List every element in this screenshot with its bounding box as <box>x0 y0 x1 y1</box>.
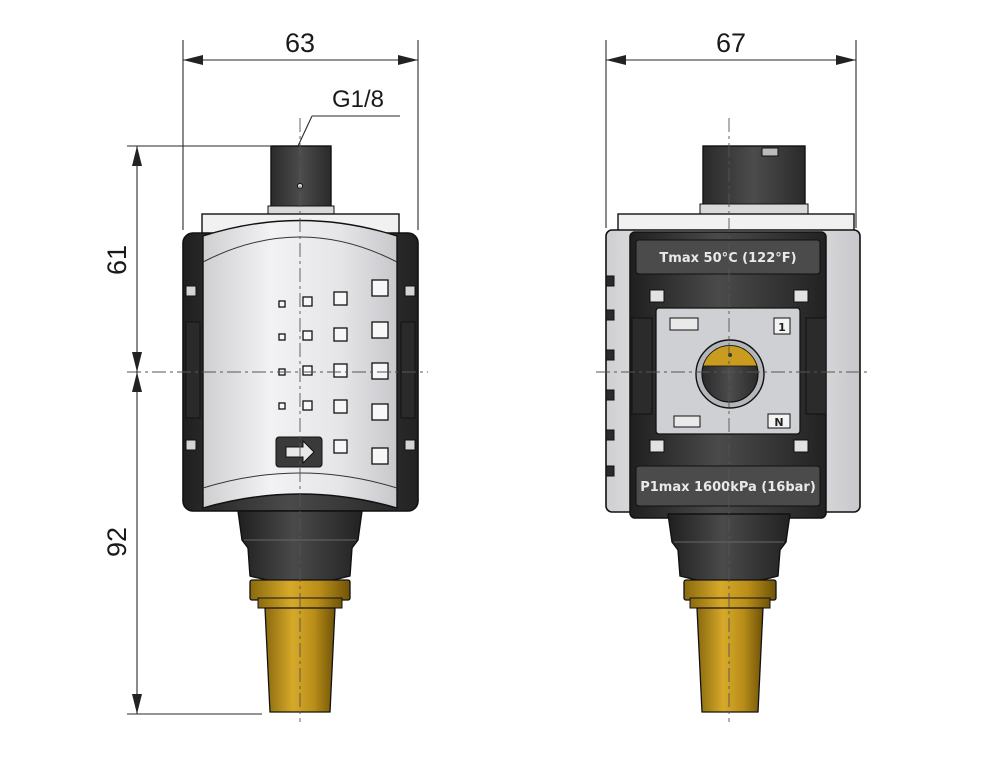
dimension-lines <box>127 40 857 715</box>
left-indicator-grid <box>278 279 389 465</box>
dimension-left-width: 63 <box>285 28 315 58</box>
left-side-slot-r <box>400 321 416 419</box>
left-front-panel <box>202 219 398 509</box>
right-frame-holes <box>649 289 809 453</box>
dimension-upper-height: 61 <box>102 245 132 275</box>
pressure-label-plate <box>635 465 821 507</box>
left-view <box>127 118 428 722</box>
right-view: Tmax 50°C (122°F) 1 N P1max 1600kPa (16b… <box>596 118 870 722</box>
left-port-cap <box>270 145 332 209</box>
left-brass-drain <box>264 607 336 713</box>
port-thread-label: G1/8 <box>332 86 384 113</box>
temp-label: Tmax 50°C (122°F) <box>659 251 796 266</box>
dimension-right-width: 67 <box>716 28 746 58</box>
temp-label-plate <box>635 239 821 275</box>
right-port-cap <box>702 145 806 209</box>
right-brass-nut <box>683 579 777 601</box>
right-brass-drain <box>696 607 764 713</box>
dimension-lower-height: 92 <box>102 527 132 557</box>
mark-one: 1 <box>778 321 786 334</box>
right-side-markers <box>605 275 615 477</box>
mark-n: N <box>774 416 783 429</box>
pressure-label: P1max 1600kPa (16bar) <box>640 480 816 495</box>
left-frame-notches <box>185 285 416 451</box>
left-port-collar <box>267 205 335 215</box>
left-side-slot-l <box>185 321 201 419</box>
